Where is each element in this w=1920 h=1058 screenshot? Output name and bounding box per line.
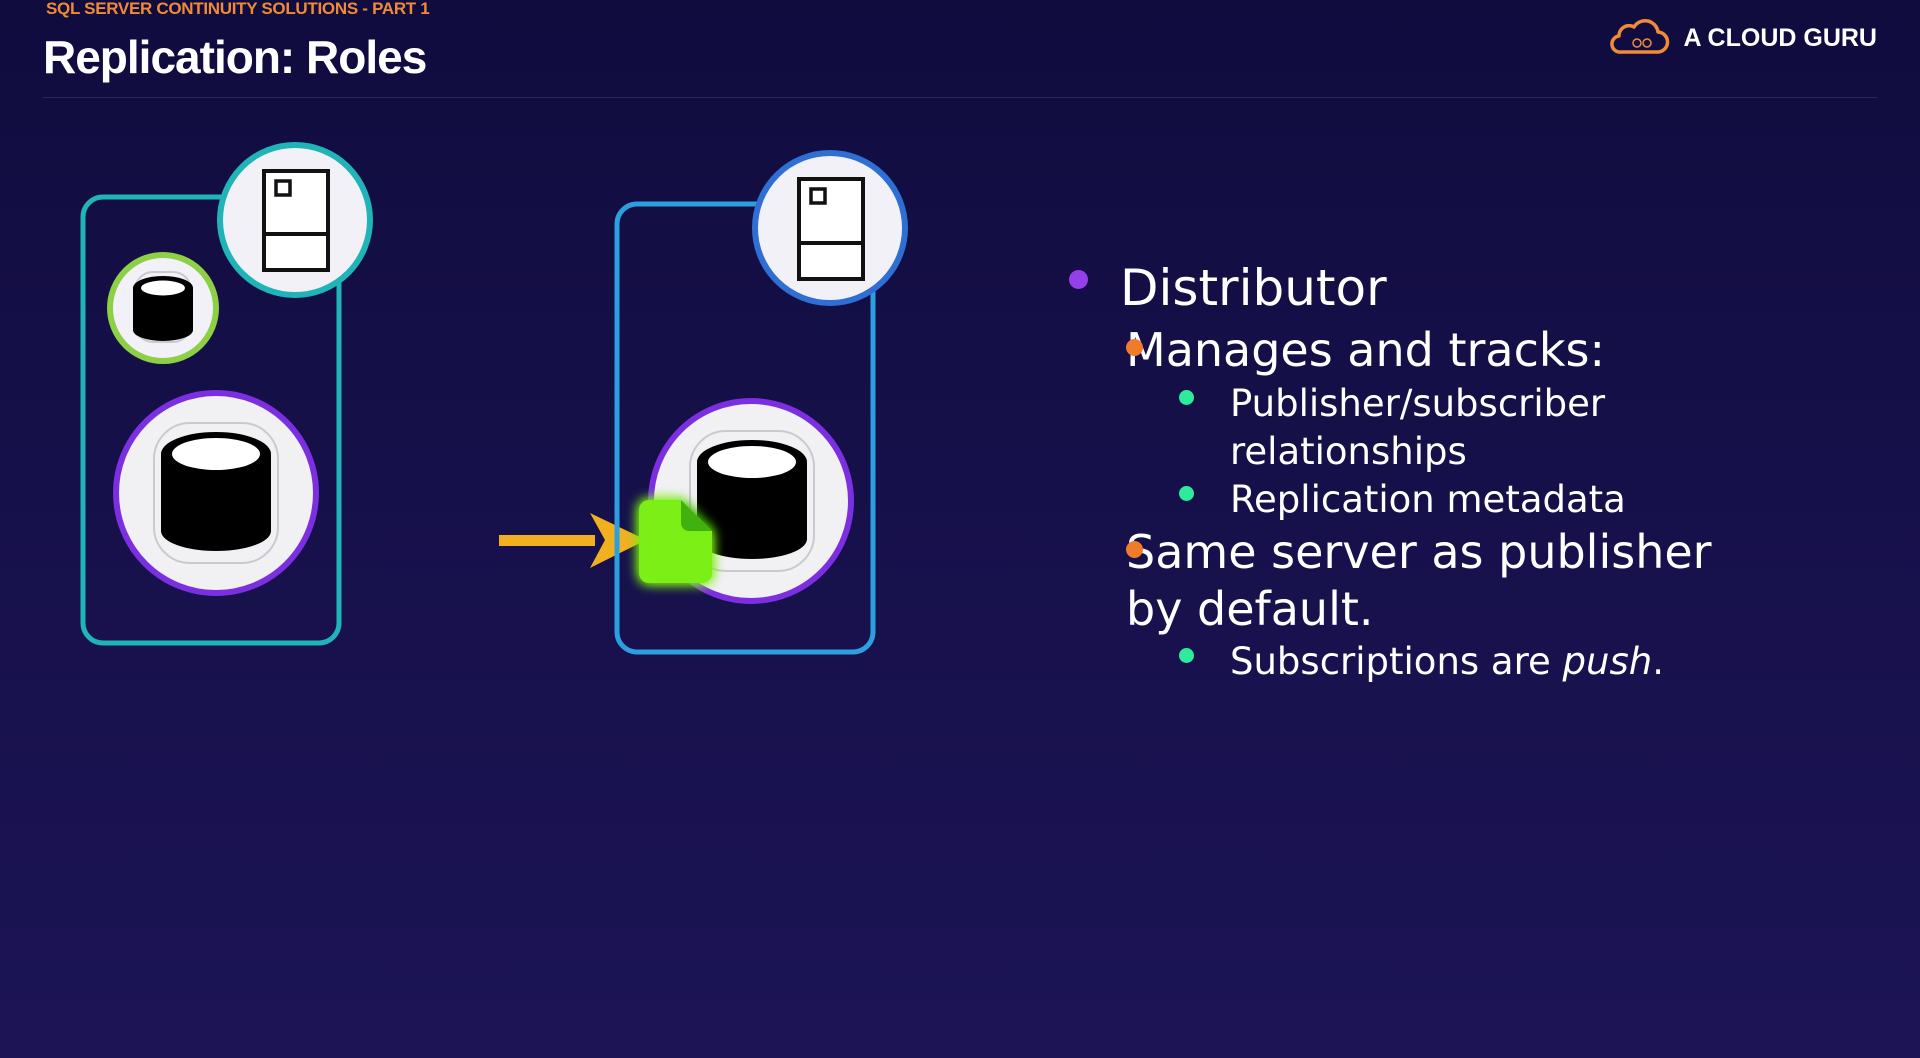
bullet-distributor: Distributor xyxy=(1068,254,1908,322)
course-eyebrow: SQL SERVER CONTINUITY SOLUTIONS - PART 1 xyxy=(46,0,430,18)
header-divider xyxy=(43,97,1877,98)
publisher-frame xyxy=(80,194,342,646)
subscriptions-suffix: . xyxy=(1652,640,1664,683)
bullet-text: Replication metadata xyxy=(1230,478,1626,521)
subscriptions-emphasis: push xyxy=(1562,640,1653,683)
server-icon xyxy=(217,142,373,298)
bullet-text: Distributor xyxy=(1120,259,1387,317)
bullet-same-server: Same server as publisher by default. xyxy=(1068,524,1908,638)
bullet-dot-orange xyxy=(1126,339,1143,356)
bullet-text: Manages and tracks: xyxy=(1126,323,1606,377)
brand-name: A CLOUD GURU xyxy=(1683,23,1877,52)
bullet-subscriptions: Subscriptions are push. xyxy=(1068,638,1908,686)
publisher-group xyxy=(80,142,373,646)
bullet-manages: Manages and tracks: xyxy=(1068,322,1908,379)
small-database-icon xyxy=(107,252,219,364)
bullet-pubsub: Publisher/subscriber relationships xyxy=(1068,380,1908,476)
bullet-text: Publisher/subscriber relationships xyxy=(1230,382,1606,473)
brand-logo: A CLOUD GURU xyxy=(1607,16,1877,60)
bullet-text: Subscriptions are push. xyxy=(1068,638,1908,686)
distributor-group xyxy=(614,150,908,655)
cloud-logo-icon xyxy=(1610,19,1670,54)
subscriptions-prefix: Subscriptions are xyxy=(1230,640,1563,683)
database-icon xyxy=(113,390,319,596)
bullet-dot-green xyxy=(1179,648,1194,663)
bullet-dot-purple xyxy=(1069,270,1088,289)
distributor-frame xyxy=(614,201,876,655)
document-icon xyxy=(639,500,712,583)
bullet-text: Same server as publisher by default. xyxy=(1126,525,1712,636)
bullet-list: Distributor Manages and tracks: Publishe… xyxy=(1068,254,1908,686)
bullet-dot-green xyxy=(1179,486,1194,501)
slide-title: Replication: Roles xyxy=(43,31,427,83)
bullet-dot-green xyxy=(1179,390,1194,405)
bullet-dot-orange xyxy=(1126,541,1143,558)
server-icon xyxy=(752,150,908,306)
bullet-metadata: Replication metadata xyxy=(1068,476,1908,524)
arrow-right-icon xyxy=(499,513,646,568)
replication-diagram xyxy=(80,142,908,655)
